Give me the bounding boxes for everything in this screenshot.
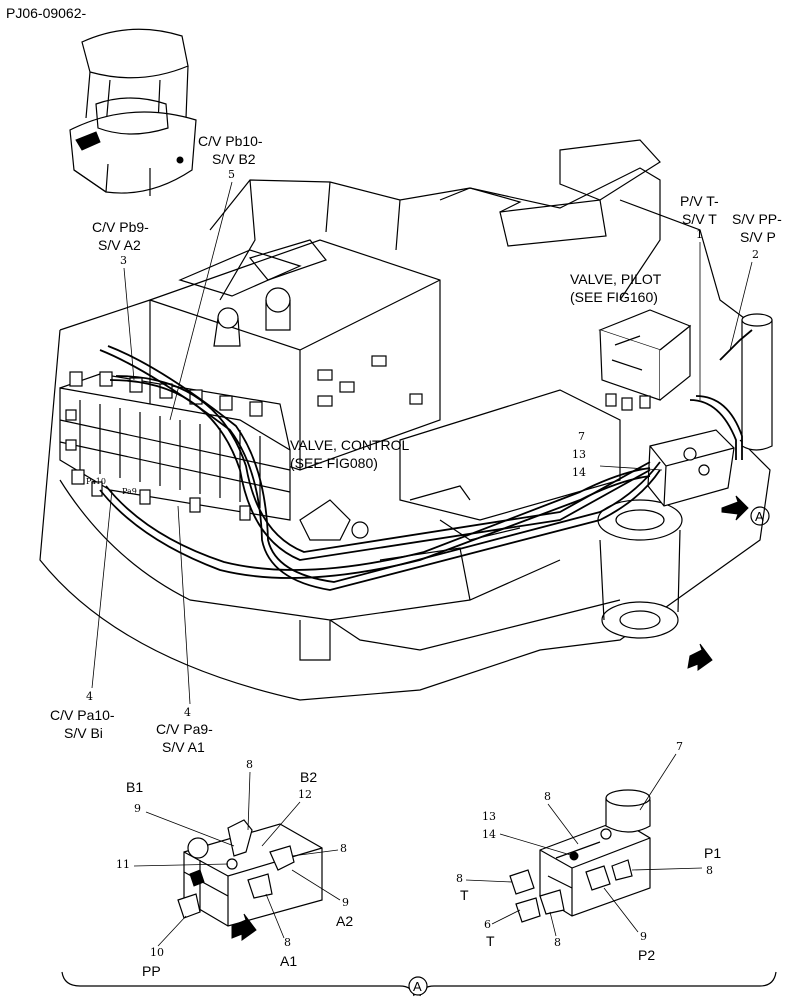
detail-left-callout-8-right: 8	[340, 842, 347, 855]
detail-left-a1: A1	[280, 953, 297, 969]
callout-number-1: 1	[696, 228, 703, 241]
callout-number-3: 3	[120, 254, 127, 267]
page-id: PJ06-09062-	[6, 5, 87, 21]
callout-valve-control: VALVE, CONTROL (SEE FIG080)	[290, 437, 410, 471]
detail-left-callout-10: 10	[150, 946, 164, 959]
detail-right-callout-6: 6	[484, 918, 491, 931]
label-sv-a1: S/V A1	[162, 739, 205, 755]
callout-number-4b: 4	[184, 706, 191, 719]
view-a-label-brace: A	[413, 979, 422, 994]
label-sv-t: S/V T	[682, 211, 717, 227]
callout-pb9: C/V Pb9- S/V A2 3	[92, 219, 149, 381]
detail-right-callout-8-t: 8	[456, 872, 463, 885]
detail-right-callout-8-top: 8	[544, 790, 551, 803]
label-sv-bi: S/V Bi	[64, 725, 103, 741]
machine-thumbnail	[69, 28, 197, 196]
label-sv-b2: S/V B2	[212, 151, 256, 167]
callout-7-13-14: 7 13 14	[572, 430, 663, 479]
detail-right-callout-8-bottom: 8	[554, 936, 561, 949]
detail-left-b1: B1	[126, 779, 143, 795]
detail-left-assembly: B1 B2 8 9 12 11 8 9 A2 8 A1 10 PP	[116, 758, 353, 979]
callout-pa9: 4 C/V Pa9- S/V A1	[156, 505, 213, 755]
detail-right-callout-7: 7	[676, 740, 683, 753]
direction-arrow-detail	[231, 913, 257, 941]
view-a-label-main: A	[755, 509, 764, 524]
callout-pb10: C/V Pb10- S/V B2 5	[169, 133, 263, 421]
callout-number-7: 7	[578, 430, 585, 443]
port-label-pa9: Pa9	[122, 487, 137, 496]
detail-right-p1: P1	[704, 845, 721, 861]
detail-left-callout-9-right: 9	[342, 896, 349, 909]
label-sv-a2: S/V A2	[98, 237, 141, 253]
callout-pa10: 4 C/V Pa10- S/V Bi	[50, 489, 115, 741]
detail-left-callout-8-bottom: 8	[284, 936, 291, 949]
view-a-marker-main: A	[721, 495, 770, 526]
pilot-hoses	[99, 329, 753, 591]
detail-right-callout-9: 9	[640, 930, 647, 943]
label-sv-p: S/V P	[740, 229, 776, 245]
callout-sv-pp: S/V PP- S/V P 2	[729, 211, 782, 351]
label-valve-control: VALVE, CONTROL	[290, 437, 410, 453]
port-label-pa10: Pa10	[86, 477, 106, 486]
control-valve-bank: Pa10 Pa9	[59, 371, 291, 521]
label-cv-pb10: C/V Pb10-	[198, 133, 263, 149]
detail-left-callout-12: 12	[298, 788, 312, 801]
label-cv-pb9: C/V Pb9-	[92, 219, 149, 235]
detail-right-t-top: T	[460, 887, 469, 903]
detail-right-callout-13: 13	[482, 810, 496, 823]
detail-right-callout-8-p1: 8	[706, 864, 713, 877]
direction-arrow-main	[687, 643, 713, 671]
callout-pv-t: P/V T- S/V T 1	[680, 193, 719, 400]
label-pv-t: P/V T-	[680, 193, 719, 209]
detail-right-t-bottom: T	[486, 933, 495, 949]
label-see-fig080: (SEE FIG080)	[290, 455, 378, 471]
label-valve-pilot: VALVE, PILOT	[570, 271, 662, 287]
detail-left-b2: B2	[300, 769, 317, 785]
detail-left-callout-11: 11	[116, 858, 130, 871]
callout-number-2: 2	[752, 248, 759, 261]
detail-left-a2: A2	[336, 913, 353, 929]
label-cv-pa10: C/V Pa10-	[50, 707, 115, 723]
detail-right-p2: P2	[638, 947, 655, 963]
callout-number-14: 14	[572, 466, 586, 479]
detail-right-assembly: 7 8 13 14 P1 8 8 T 6 T 8 9 P2	[456, 740, 721, 963]
detail-left-callout-8-top: 8	[246, 758, 253, 771]
view-a-brace: A	[61, 971, 777, 997]
detail-left-pp: PP	[142, 963, 161, 979]
label-sv-pp: S/V PP-	[732, 211, 782, 227]
detail-left-callout-9: 9	[134, 802, 141, 815]
callout-valve-pilot: VALVE, PILOT (SEE FIG160)	[570, 271, 662, 305]
label-see-fig160: (SEE FIG160)	[570, 289, 658, 305]
callout-number-13: 13	[572, 448, 586, 461]
callout-number-5: 5	[228, 168, 235, 181]
label-cv-pa9: C/V Pa9-	[156, 721, 213, 737]
callout-number-4a: 4	[86, 690, 93, 703]
detail-right-callout-14: 14	[482, 828, 496, 841]
